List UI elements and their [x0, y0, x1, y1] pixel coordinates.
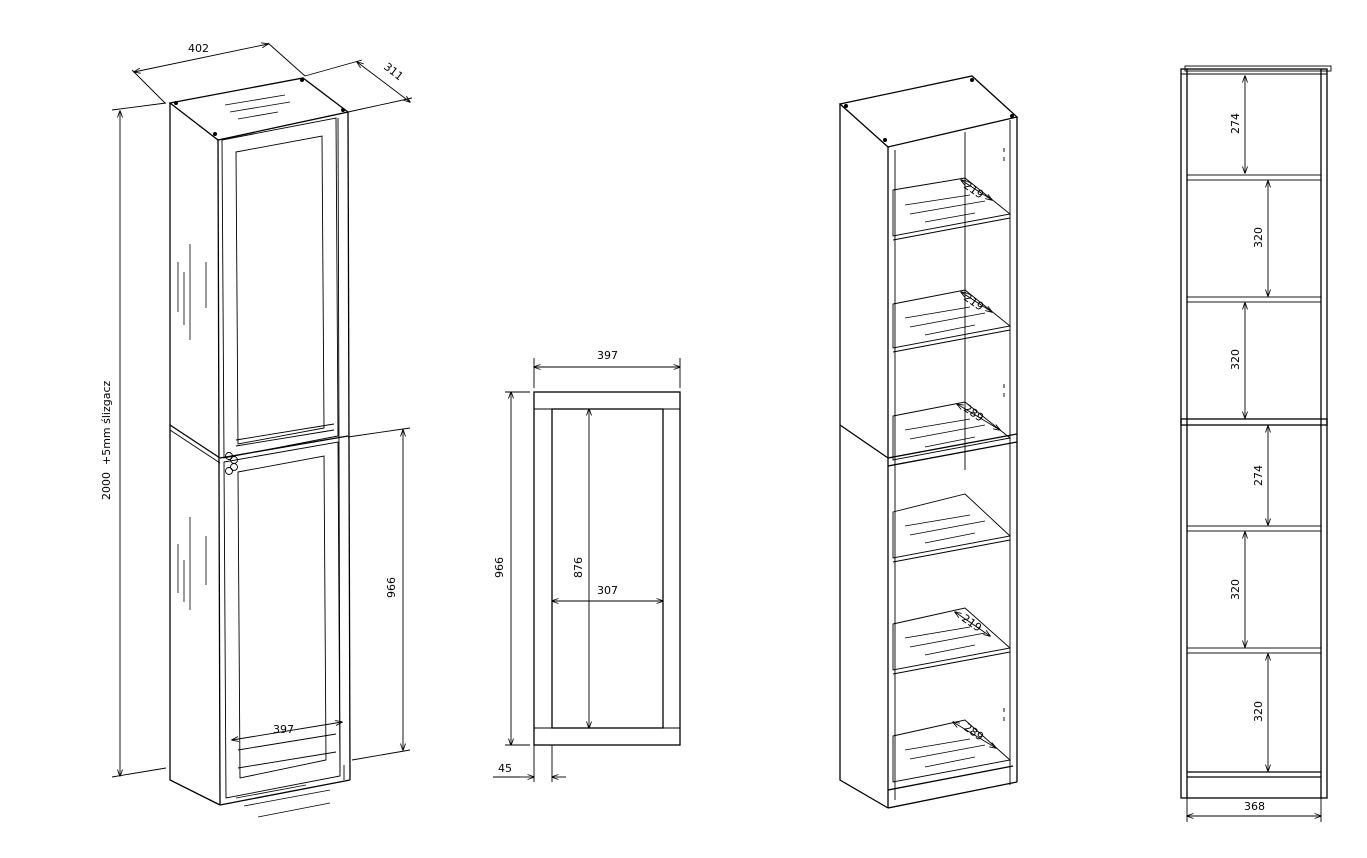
shelf: 219: [892, 607, 1011, 675]
shelf: 289: [892, 719, 1011, 783]
spacing-label: 320: [1229, 579, 1242, 600]
door-inner-width-label: 307: [597, 584, 618, 597]
cabinet-depth-label: 311: [381, 60, 406, 83]
door-height-label: 966: [385, 577, 398, 598]
door-view: 397 966 876 307 45: [493, 349, 680, 782]
elevation-view: 274 320 320 274 320 320 368: [1180, 65, 1332, 822]
hinge-icon: [225, 452, 233, 460]
shelf: 289: [892, 401, 1012, 461]
spacing-label: 320: [1252, 227, 1265, 248]
door-view-width-label: 397: [597, 349, 618, 362]
lower-door: [223, 441, 341, 799]
cabinet-top: [168, 77, 350, 141]
cabinet-left-side: [169, 103, 221, 806]
cabinet-height-label: 2000: [100, 472, 113, 500]
door-inner-height-label: 876: [572, 557, 585, 578]
shelf: 219: [892, 177, 1012, 241]
elevation-outer: [1180, 68, 1328, 799]
shelving-top: [838, 75, 1019, 148]
door-width-label: 397: [273, 723, 294, 736]
spacing-label: 320: [1229, 349, 1242, 370]
spacing-label: 274: [1252, 465, 1265, 486]
door-outer-frame: [533, 391, 681, 746]
cabinet-width-label: 402: [188, 42, 209, 55]
shelving-view: 219 219 289: [838, 75, 1019, 809]
elevation-width-label: 368: [1244, 800, 1265, 813]
upper-door: [221, 117, 339, 459]
shelf-depth-label: 219: [959, 612, 984, 635]
door-inner-panel: [551, 408, 664, 729]
door-frame-label: 45: [498, 762, 512, 775]
cabinet-height-note: +5mm ślizgacz: [100, 380, 113, 465]
spacing-label: 320: [1252, 701, 1265, 722]
shelf: [892, 493, 1011, 563]
door-view-height-label: 966: [493, 557, 506, 578]
spacing-label: 274: [1229, 113, 1242, 134]
cabinet-view: 402 311 2000 +5mm ślizgacz 966 397: [100, 42, 413, 818]
shelf: 219: [892, 289, 1012, 353]
